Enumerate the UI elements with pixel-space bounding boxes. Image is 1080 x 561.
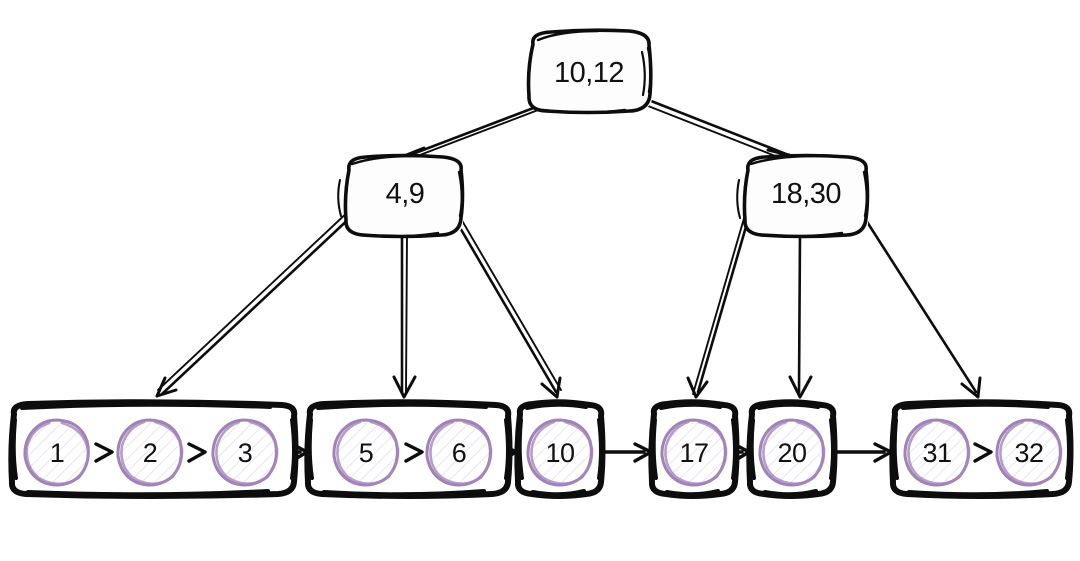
leaf-1-arrow-1 (187, 442, 207, 463)
leaf-link-20-to-31 (834, 442, 893, 463)
leaf-2-arrow-0 (404, 442, 424, 463)
leaf-value-10: 10 (526, 418, 594, 487)
edge-left-internal-to-leaf-2 (392, 232, 417, 399)
leaf-2-value-0: 5 (359, 438, 374, 468)
root-node-label: 10,12 (554, 57, 624, 89)
leaf-block-1[interactable]: 1 2 3 (8, 399, 299, 499)
edge-left-internal-to-leaf-3 (450, 211, 562, 399)
edge-right-internal-to-leaf-6 (860, 212, 982, 399)
leaf-5-value-0: 20 (777, 438, 806, 468)
leaf-6-value-1: 32 (1014, 438, 1043, 468)
edge-left-internal-to-leaf-1 (155, 209, 356, 398)
leaf-block-6[interactable]: 31 32 (889, 399, 1074, 499)
leaf-1-value-2: 3 (238, 438, 253, 468)
node-root[interactable]: 10,12 (526, 28, 653, 115)
leaf-3-value-0: 10 (545, 438, 574, 468)
leaf-link-10-to-17 (602, 442, 653, 463)
leaf-value-6: 6 (425, 418, 493, 487)
leaf-value-20: 20 (758, 418, 826, 487)
edge-right-internal-to-leaf-4 (686, 204, 754, 399)
leaf-value-5: 5 (332, 418, 400, 487)
leaf-value-2: 2 (116, 418, 184, 487)
internal-left-node-label: 4,9 (386, 178, 425, 210)
leaf-6-value-0: 31 (922, 438, 951, 468)
edge-right-internal-to-leaf-5 (788, 230, 813, 399)
node-internal-right[interactable]: 18,30 (736, 153, 870, 239)
internal-right-node-label: 18,30 (771, 178, 841, 210)
leaf-1-arrow-0 (94, 442, 114, 463)
leaf-value-3: 3 (211, 418, 279, 487)
leaf-block-5[interactable]: 20 (746, 399, 838, 499)
leaf-block-4[interactable]: 17 (648, 399, 740, 499)
leaf-block-2[interactable]: 5 6 (304, 399, 513, 499)
leaf-1-value-1: 2 (143, 438, 158, 468)
leaf-value-31: 31 (903, 418, 971, 487)
node-internal-left[interactable]: 4,9 (337, 153, 465, 239)
leaf-block-3[interactable]: 10 (514, 399, 606, 499)
leaf-value-17: 17 (660, 418, 728, 487)
leaf-1-value-0: 1 (50, 438, 65, 468)
leaf-value-1: 1 (23, 418, 90, 487)
leaf-value-32: 32 (995, 418, 1063, 487)
leaf-6-arrow-0 (973, 442, 993, 463)
leaf-2-value-1: 6 (452, 438, 467, 468)
leaf-4-value-0: 17 (679, 438, 708, 468)
edge-group (155, 97, 982, 399)
